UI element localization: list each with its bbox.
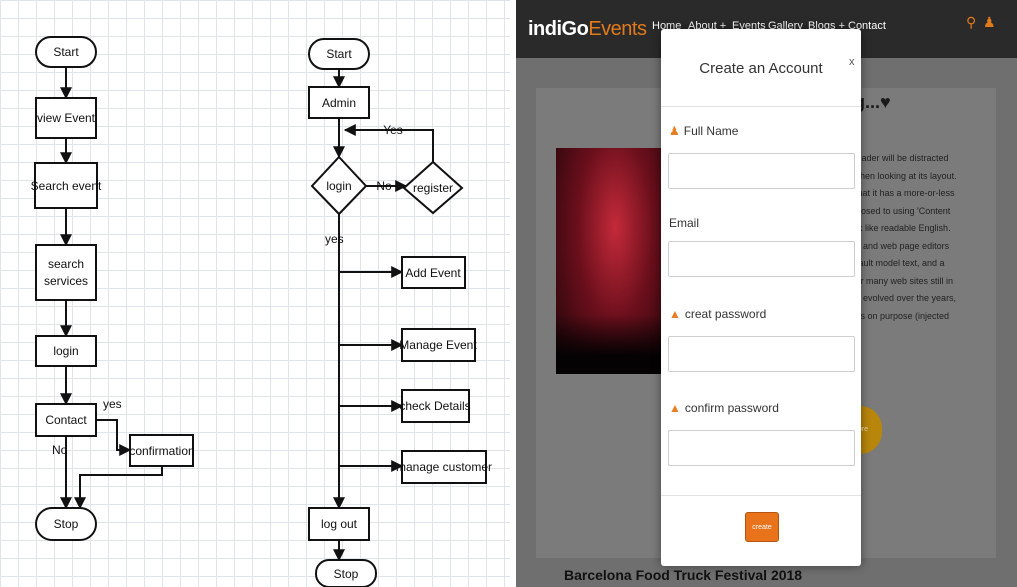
close-icon[interactable]: x	[849, 56, 855, 68]
blog-line: a reader will be distracted	[846, 153, 949, 163]
crowd-silhouette	[556, 314, 664, 374]
blog-line: default model text, and a	[846, 258, 945, 268]
admin-manage-customer-node	[401, 450, 487, 484]
user-icon[interactable]: ♟	[983, 14, 996, 30]
user-view-event-label: view Event	[37, 111, 96, 125]
blog-excerpt: a reader will be distracted e when looki…	[846, 150, 988, 325]
user-login-node	[35, 335, 97, 367]
confirm-password-input[interactable]	[668, 430, 855, 466]
admin-no-label: No	[376, 179, 392, 193]
user-no-label: No	[52, 443, 68, 457]
admin-register-label: register	[413, 181, 453, 195]
brand-logo[interactable]: indiGoEvents	[528, 18, 647, 41]
brand-name-part1: indiGo	[528, 18, 589, 40]
user-view-event-node	[35, 97, 97, 139]
confirm-password-label: ▲confirm password	[669, 401, 779, 415]
modal-footer-divider	[661, 495, 861, 496]
blog-line: is that it has a more-or-less	[846, 188, 955, 198]
admin-manage-event-node	[401, 328, 476, 362]
user-start-node	[35, 36, 97, 68]
user-confirmation-node	[129, 434, 194, 467]
admin-check-details-label: check Details	[399, 399, 470, 413]
admin-label: Admin	[322, 96, 356, 110]
user-search-services-node	[35, 244, 97, 301]
user-icon: ♟	[669, 124, 680, 138]
password-input[interactable]	[668, 336, 855, 372]
blog-line: look like readable English.	[846, 223, 951, 233]
lock-icon: ▲	[669, 307, 681, 321]
admin-register-decision	[402, 160, 464, 215]
full-name-label: ♟Full Name	[669, 124, 738, 138]
flowchart-canvas: Start view Event Search event search ser…	[0, 0, 510, 587]
full-name-label-text: Full Name	[683, 124, 739, 138]
blog-title: g...♥	[854, 92, 891, 112]
admin-log-out-node	[308, 507, 370, 541]
blog-line: over many web sites still in	[846, 275, 954, 286]
admin-log-out-label: log out	[321, 517, 358, 531]
admin-check-details-node	[401, 389, 470, 423]
password-label: ▲creat password	[669, 307, 766, 321]
create-button[interactable]: create	[745, 512, 779, 542]
user-start-label: Start	[53, 45, 79, 59]
modal-header-divider	[661, 106, 861, 107]
admin-yes-label: yes	[325, 232, 344, 246]
admin-stop-node	[315, 559, 377, 587]
user-stop-label: Stop	[54, 517, 79, 531]
blog-line: ges and web page editors	[846, 240, 950, 251]
create-account-modal: Create an Account x ♟Full Name Email ▲cr…	[661, 29, 861, 566]
full-name-input[interactable]	[668, 153, 855, 189]
blog-line: imes on purpose (injected	[846, 310, 950, 321]
admin-start-label: Start	[326, 47, 352, 61]
user-search-event-label: Search event	[31, 179, 102, 193]
lock-icon: ▲	[669, 401, 681, 415]
admin-manage-event-label: Manage Event	[399, 338, 477, 352]
email-label: Email	[669, 216, 700, 230]
user-search-services-label-1: search	[48, 257, 84, 271]
email-input[interactable]	[668, 241, 855, 277]
admin-node	[308, 86, 370, 119]
concert-image	[556, 148, 664, 374]
user-search-services-label-2: services	[44, 274, 88, 288]
search-icon[interactable]: ⚲	[966, 14, 977, 30]
user-login-label: login	[53, 344, 78, 358]
admin-add-event-node	[401, 256, 466, 289]
user-stop-node	[35, 507, 97, 541]
user-contact-label: Contact	[45, 413, 87, 427]
admin-yes-loop-label: Yes	[383, 123, 403, 137]
admin-add-event-label: Add Event	[405, 266, 461, 280]
flowcharts: Start view Event Search event search ser…	[31, 36, 492, 587]
modal-title: Create an Account	[699, 60, 823, 77]
admin-login-label: login	[326, 179, 351, 193]
user-yes-label: yes	[103, 397, 122, 411]
admin-login-decision	[310, 155, 368, 216]
confirm-password-label-text: confirm password	[684, 401, 779, 415]
user-contact-node	[35, 403, 97, 437]
admin-manage-customer-label: manage customer	[396, 460, 492, 474]
user-confirmation-label: confirmation	[129, 444, 194, 458]
event-headline: Barcelona Food Truck Festival 2018	[564, 567, 803, 583]
password-label-text: creat password	[684, 307, 767, 321]
blog-line: e when looking at its layout.	[846, 170, 957, 181]
blog-line: opposed to using 'Content	[846, 205, 951, 216]
admin-start-node	[308, 38, 370, 70]
blog-line: ave evolved over the years,	[846, 293, 957, 303]
admin-stop-label: Stop	[334, 567, 359, 581]
brand-name-part2: Events	[588, 18, 647, 40]
user-search-event-node	[34, 162, 98, 209]
